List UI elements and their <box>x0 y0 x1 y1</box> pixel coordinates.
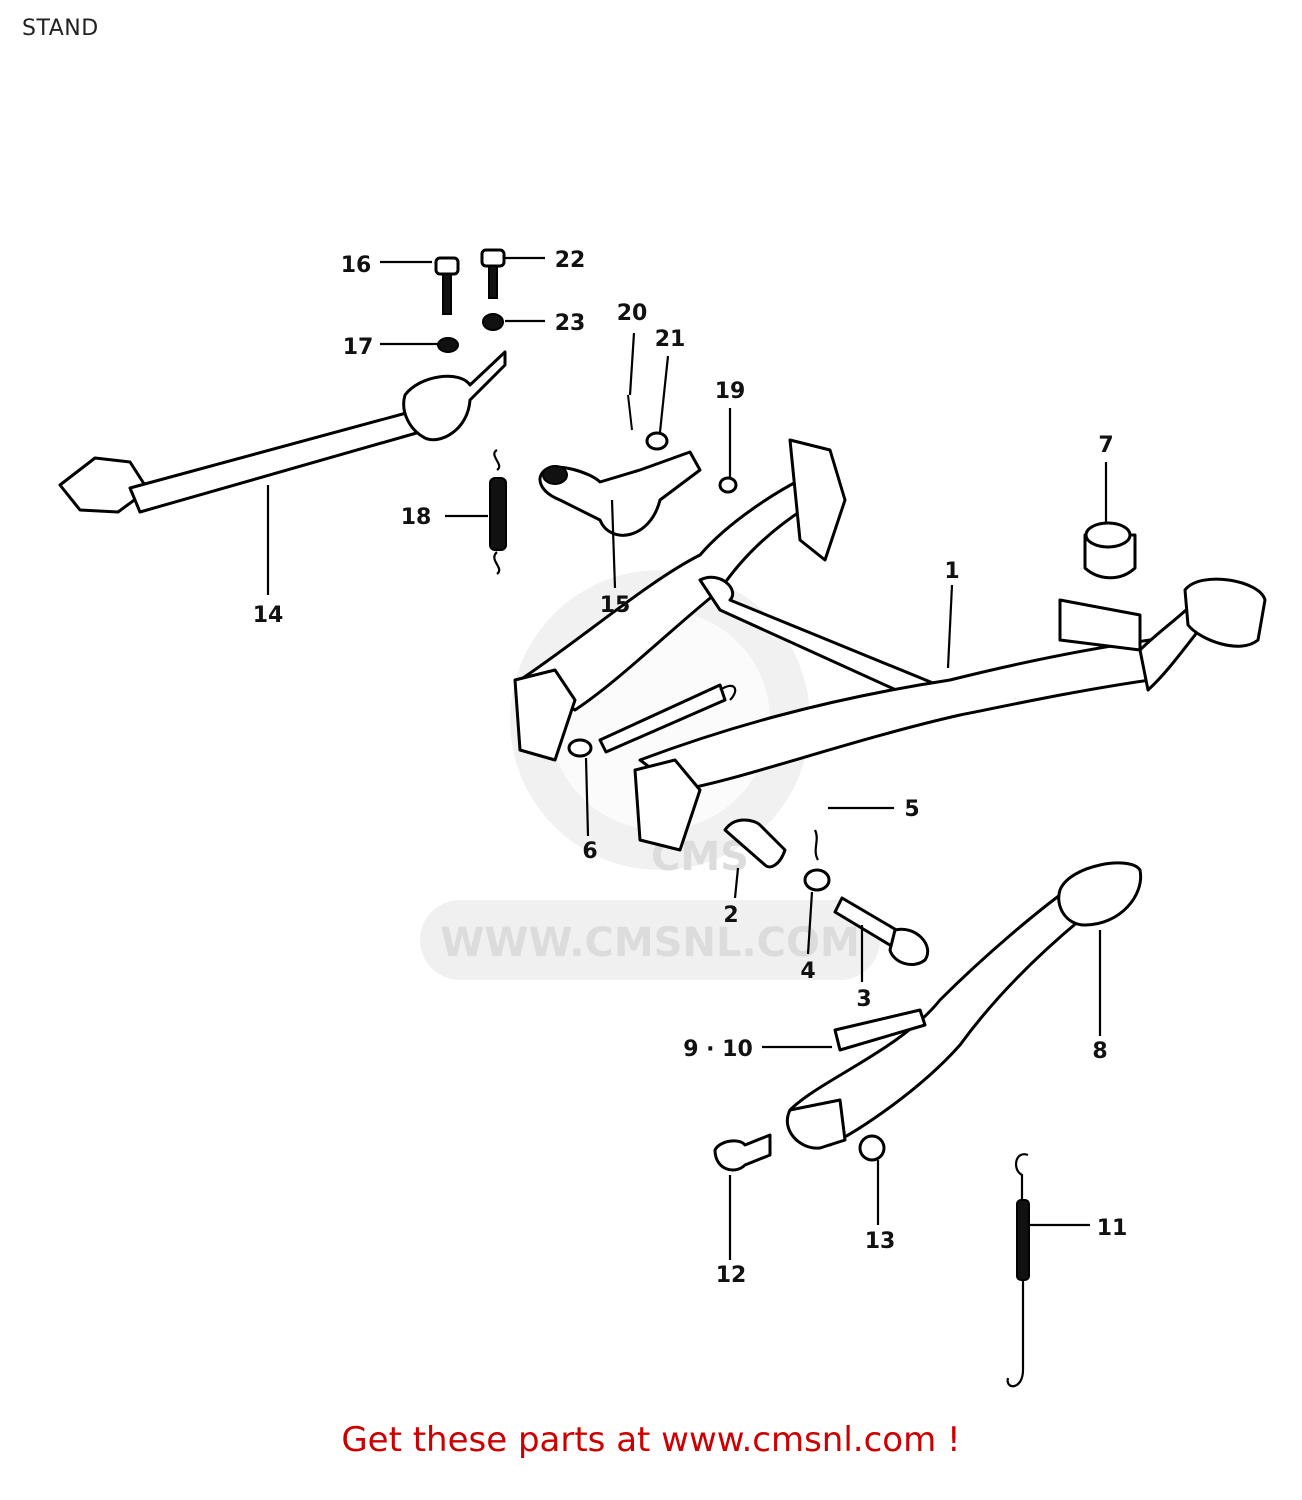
washer-4 <box>803 868 831 892</box>
leader-lines <box>266 256 1108 1260</box>
callout-19: 19 <box>715 379 746 404</box>
callout-17: 17 <box>343 335 374 360</box>
callout-11: 11 <box>1097 1216 1128 1241</box>
brake-pedal <box>58 350 507 514</box>
callout-16: 16 <box>341 253 372 278</box>
nut-17 <box>437 337 459 353</box>
callout-18: 18 <box>401 505 432 530</box>
callout-5: 5 <box>904 797 919 822</box>
nut-23 <box>482 313 504 331</box>
clip-6 <box>567 738 593 758</box>
callout-9-10: 9 · 10 <box>683 1037 753 1062</box>
spring-18 <box>489 449 507 575</box>
watermark-text: WWW.CMSNL.COM <box>440 920 860 966</box>
pivot-lever-15 <box>538 450 702 537</box>
cotter-pin-20 <box>627 394 633 431</box>
collar-2 <box>723 818 787 869</box>
stand-spring <box>598 683 737 754</box>
page-title: STAND <box>22 16 99 41</box>
bolt-3 <box>833 896 930 966</box>
callout-22: 22 <box>555 248 586 273</box>
cotter-pin-5 <box>813 829 819 861</box>
footer-link[interactable]: Get these parts at www.cmsnl.com ! <box>341 1420 961 1460</box>
callout-4: 4 <box>800 959 815 984</box>
callout-2: 2 <box>723 903 738 928</box>
callout-21: 21 <box>655 327 686 352</box>
callout-20: 20 <box>617 301 648 326</box>
stopper-7 <box>1083 521 1137 580</box>
callout-labels: 1 2 3 4 5 6 7 8 9 · 10 11 12 13 14 15 16… <box>253 248 1128 1288</box>
callout-12: 12 <box>716 1263 747 1288</box>
bolt-19 <box>718 476 738 494</box>
callout-7: 7 <box>1098 433 1113 458</box>
nut-13 <box>858 1134 886 1162</box>
spring-11 <box>1006 1153 1030 1388</box>
washer-21 <box>645 431 669 451</box>
callout-13: 13 <box>865 1229 896 1254</box>
side-stand-8 <box>785 861 1143 1150</box>
callout-1: 1 <box>944 559 959 584</box>
bolt-16 <box>434 256 460 315</box>
spring-9-10 <box>833 1008 927 1052</box>
callout-3: 3 <box>856 987 871 1012</box>
callout-23: 23 <box>555 311 586 336</box>
callout-15: 15 <box>600 593 631 618</box>
callout-8: 8 <box>1092 1039 1107 1064</box>
main-stand-1 <box>513 438 1267 852</box>
callout-6: 6 <box>582 839 597 864</box>
bolt-22 <box>480 248 506 299</box>
callout-14: 14 <box>253 603 284 628</box>
bolt-12 <box>713 1133 772 1172</box>
